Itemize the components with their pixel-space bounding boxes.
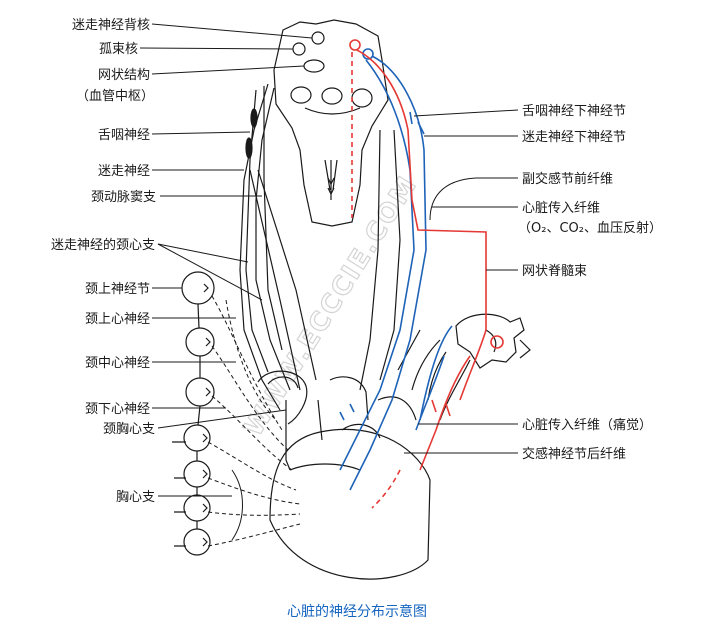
label-afferent-stimuli: （O₂、CO₂、血压反射） <box>518 220 662 236</box>
label-vagus-nerve: 迷走神经 <box>98 164 150 179</box>
label-glossopharyngeal-nerve: 舌咽神经 <box>98 128 150 143</box>
sympathetic-chain <box>172 271 215 556</box>
label-thoracic-cardiac-branch: 胸心支 <box>116 490 155 505</box>
nerve-diagram: WWW.ECCCIE.COM <box>51 18 662 580</box>
label-inferior-vagal-ganglion: 迷走神经下神经节 <box>522 130 626 145</box>
spinal-segment <box>397 313 531 421</box>
sympathetic-pathway <box>349 39 504 509</box>
label-superior-cervical-ganglion: 颈上神经节 <box>85 282 150 297</box>
label-cardiac-afferent-fibers: 心脏传入纤维 <box>522 201 600 216</box>
label-dorsal-vagal-nucleus: 迷走神经背核 <box>72 18 150 33</box>
label-carotid-sinus-branch: 颈动脉窦支 <box>91 190 156 205</box>
label-reticulospinal-tract: 网状脊髓束 <box>522 264 587 279</box>
label-reticular-formation: 网状结构 <box>98 68 150 83</box>
cardiac-nerves-dashed <box>207 295 301 547</box>
label-middle-cervical-cardiac-nerve: 颈中心神经 <box>85 356 150 371</box>
label-superior-cervical-cardiac-nerve: 颈上心神经 <box>85 312 150 327</box>
figure-caption: 心脏的神经分布示意图 <box>287 604 427 620</box>
label-inferior-cervical-cardiac-nerve: 颈下心神经 <box>85 402 150 417</box>
thoracic-branch-brace <box>231 469 243 541</box>
labels-right: 舌咽神经下神经节 迷走神经下神经节 副交感节前纤维 心脏传入纤维 （O₂、CO₂… <box>518 104 662 462</box>
labels-left: 迷走神经背核 孤束核 网状结构 （血管中枢） 舌咽神经 迷走神经 颈动脉窦支 迷… <box>51 18 156 505</box>
label-vasomotor-center: （血管中枢） <box>76 89 154 104</box>
label-sympathetic-postganglionic-fibers: 交感神经节后纤维 <box>522 446 626 462</box>
label-cervicothoracic-cardiac-branch: 颈胸心支 <box>103 422 155 437</box>
leader-lines <box>139 23 519 497</box>
label-cardiac-afferent-pain: 心脏传入纤维（痛觉） <box>522 417 652 433</box>
label-solitary-nucleus: 孤束核 <box>99 42 138 57</box>
label-vagal-cervical-cardiac-branch: 迷走神经的颈心支 <box>51 237 155 253</box>
heart <box>257 370 431 580</box>
vagus-trunk <box>239 83 317 411</box>
label-inferior-glossopharyngeal-ganglion: 舌咽神经下神经节 <box>522 104 626 119</box>
label-sympathetic-preganglionic-fibers: 副交感节前纤维 <box>522 171 613 187</box>
